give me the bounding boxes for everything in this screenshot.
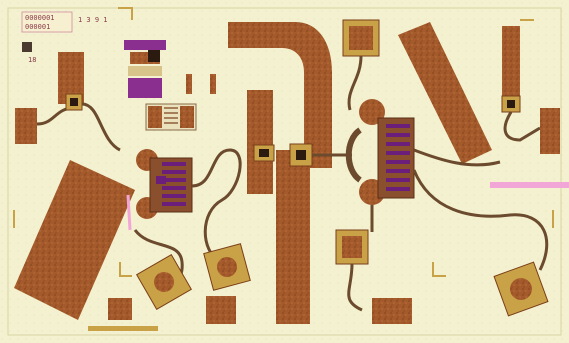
via-pad-bottom-2-core (217, 257, 237, 277)
via-pad-bottom-1-core (154, 272, 174, 292)
stub-small-2 (210, 74, 216, 94)
curved-transmission-line (228, 22, 332, 168)
trace-right-output (503, 111, 541, 142)
transistor-1-fingers (162, 162, 186, 206)
via-pad-top-center-core (349, 26, 373, 50)
die-marking-box (21, 11, 73, 33)
center-via-pad-1-hole (259, 149, 269, 157)
stub-small-1 (186, 74, 192, 94)
die-mark-2: 000001 (25, 23, 50, 31)
capacitor-top-plate (128, 78, 162, 98)
via-hole-left (70, 98, 78, 106)
interdigital-cap-right (180, 106, 194, 128)
diagonal-pad-right (398, 22, 492, 164)
center-via-pad-2-hole (296, 150, 306, 160)
die-mark-1: 0000001 (25, 14, 55, 22)
alignment-marks (13, 7, 554, 277)
diagonal-pad-left (14, 160, 135, 320)
capacitor-top-bar (124, 40, 166, 50)
fiducial-square (22, 42, 32, 52)
capacitor-top-dielectric (128, 66, 162, 76)
pink-resistor-1 (126, 194, 132, 231)
output-sweep-trace (412, 169, 549, 271)
via-pad-bottom-right-core (510, 278, 532, 300)
pink-resistor-right (490, 182, 569, 188)
trace-right-mid (413, 148, 501, 167)
via-pad-center-low-core (342, 236, 362, 258)
bond-pad-bottom-1 (108, 298, 132, 320)
meander-trace-1 (191, 148, 242, 264)
bond-pad-bottom-2 (206, 296, 236, 324)
center-stub-left (247, 90, 273, 194)
die-mark-4: 18 (28, 56, 36, 64)
capacitor-top-via (148, 50, 160, 62)
scribe-marker (88, 326, 158, 331)
trace-center-low (347, 263, 363, 312)
interdigital-cap-left (148, 106, 162, 128)
output-bond-pad (540, 108, 560, 154)
stub-top-right (502, 26, 520, 96)
die-mark-3: 1 3 9 1 (78, 16, 108, 24)
via-pad-right-hole (507, 100, 515, 108)
transistor-1-gate (156, 176, 166, 184)
trace-top-center (347, 55, 363, 111)
trace-left-1 (81, 102, 121, 152)
bond-pad-bottom-center (372, 298, 412, 324)
center-vertical-line (276, 150, 310, 324)
transistor-2-body (377, 117, 415, 199)
interdigital-fingers (164, 107, 178, 124)
transistor-2-fingers (386, 124, 410, 191)
input-bond-pad (15, 108, 37, 144)
transistor-2-loop (345, 127, 362, 183)
die-edge (7, 7, 562, 336)
